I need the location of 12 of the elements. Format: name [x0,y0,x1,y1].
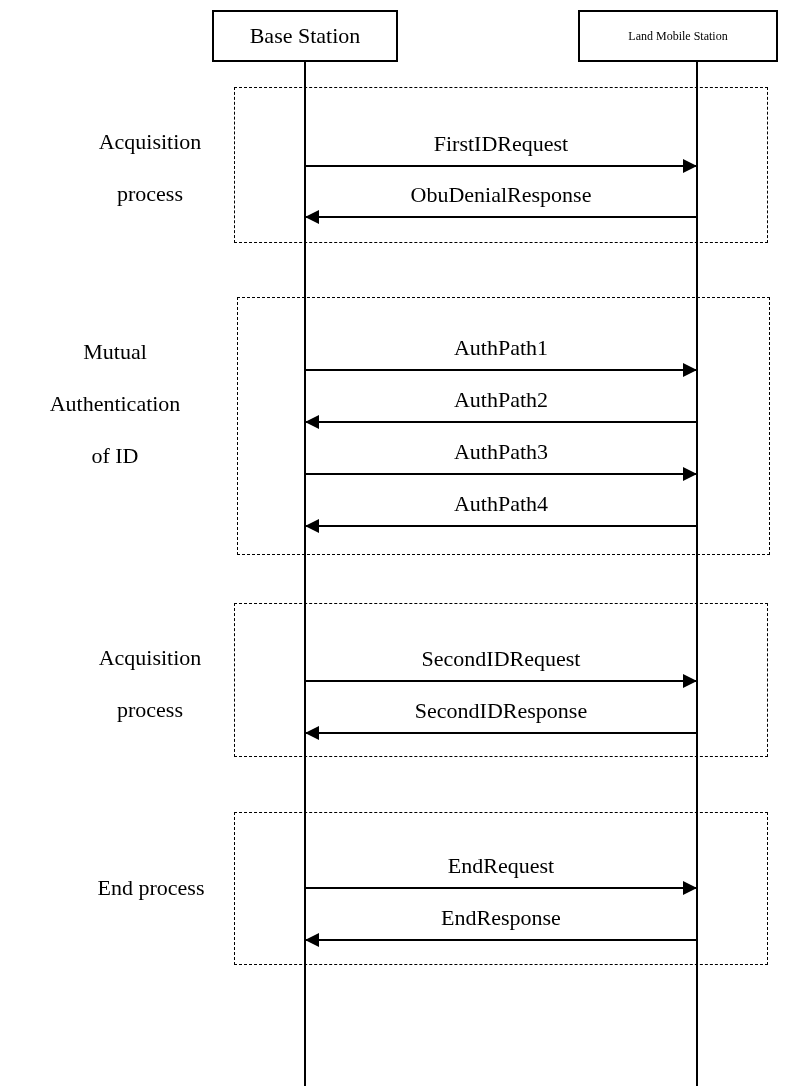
participant-box: Land Mobile Station [578,10,778,62]
message-arrow [304,726,698,740]
message-arrow [304,933,698,947]
message-arrow [304,519,698,533]
message-arrow [304,881,698,895]
message-arrow [304,674,698,688]
message-arrow [304,415,698,429]
participant-box: Base Station [212,10,398,62]
message-arrow [304,467,698,481]
message-arrow [304,363,698,377]
message-arrow [304,210,698,224]
message-arrow [304,159,698,173]
